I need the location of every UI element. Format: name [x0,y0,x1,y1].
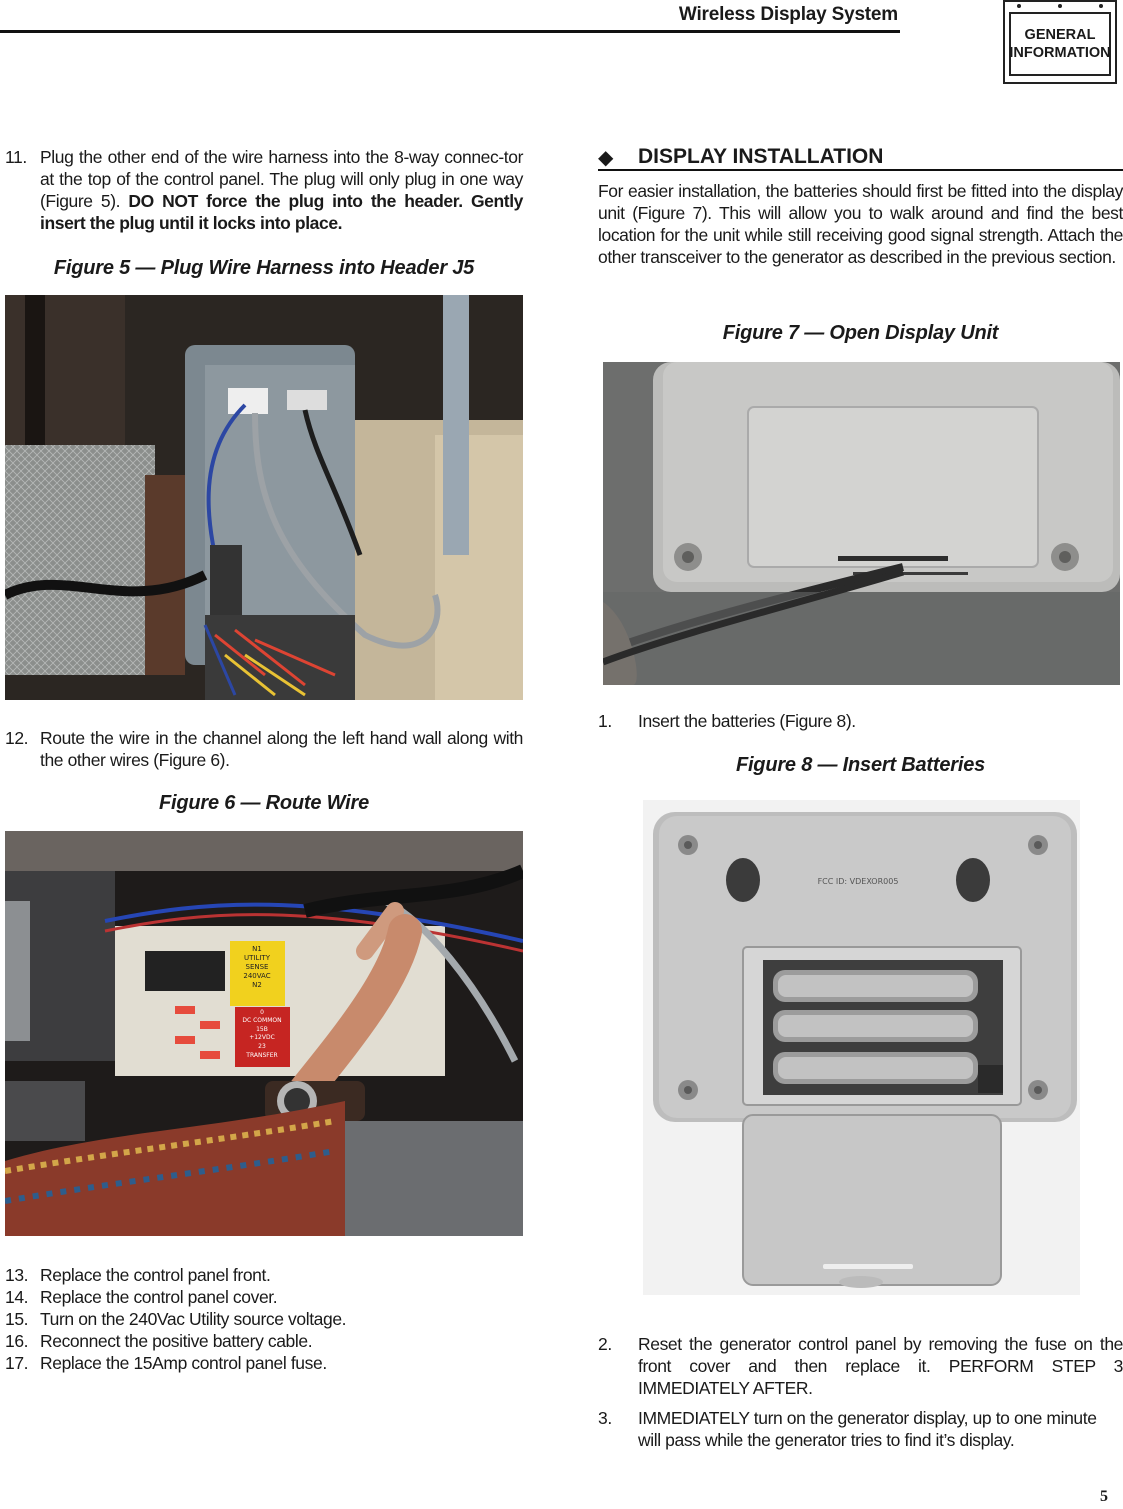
figure-7-caption: Figure 7 — Open Display Unit [722,322,999,344]
step-11-text: Plug the other end of the wire harness i… [40,147,523,211]
step-text: Plug the other end of the wire harness i… [40,146,523,234]
label-n1: N1 [252,945,262,953]
step-12: 12. Route the wire in the channel along … [5,727,523,771]
step-number: 1. [598,711,612,731]
running-header: Wireless Display System [678,4,898,25]
step-text: Insert the batteries (Figure 8). [638,711,856,731]
page-number: 5 [1100,1488,1108,1505]
step-2: 2. Reset the generator control panel by … [598,1333,1123,1399]
step-number: 2. [598,1334,612,1354]
diamond-icon: ◆ [598,147,614,169]
intro-paragraph: For easier installation, the batteries s… [598,181,1123,267]
figure-5-photo [5,295,523,700]
step-number: 15. [5,1309,29,1329]
step-3: 3. IMMEDIATELY turn on the generator dis… [598,1407,1123,1451]
label-transfer: TRANSFER [245,1052,277,1059]
label-sense: SENSE [246,963,269,971]
label-15b: 15B [256,1026,268,1033]
step-number: 12. [5,728,29,748]
step-text: Replace the control panel cover. [40,1287,278,1307]
label-240vac: 240VAC [243,972,270,980]
figure-8-caption: Figure 8 — Insert Batteries [735,754,986,776]
step-text: Reset the generator control panel by rem… [638,1334,1123,1398]
step-14: 14. Replace the control panel cover. [5,1286,523,1308]
label-dc-common: DC COMMON [242,1017,281,1024]
figure-8-photo: FCC ID: VDEXOR005 [643,800,1080,1295]
step-11-warning: DO NOT force the plug into the header. G… [40,191,524,233]
step-number: 11. [5,147,27,167]
badge-frame: GENERAL INFORMATION [1009,12,1111,76]
step-number: 14. [5,1287,29,1307]
step-text: Reconnect the positive battery cable. [40,1331,313,1351]
step-11: 11. Plug the other end of the wire harne… [5,146,523,234]
badge-line2: INFORMATION [1009,45,1111,61]
badge-dot [1099,4,1103,8]
step-text: Turn on the 240Vac Utility source voltag… [40,1309,347,1329]
step-17: 17. Replace the 15Amp control panel fuse… [5,1352,523,1374]
step-number: 16. [5,1331,29,1351]
step-text: Replace the control panel front. [40,1265,271,1285]
step-number: 13. [5,1265,29,1285]
step-text: Replace the 15Amp control panel fuse. [40,1353,327,1373]
figure-7-photo [603,362,1120,685]
figure-6-caption: Figure 6 — Route Wire [158,792,370,814]
label-0: 0 [260,1009,264,1016]
step-text: IMMEDIATELY turn on the generator displa… [638,1408,1097,1450]
figure-6-photo: N1 UTILITY SENSE 240VAC N2 0 DC COMMON 1… [5,831,523,1236]
step-16: 16. Reconnect the positive battery cable… [5,1330,523,1352]
fcc-id-label: FCC ID: VDEXOR005 [818,877,899,886]
badge-dot [1058,4,1062,8]
figure-5-caption: Figure 5 — Plug Wire Harness into Header… [53,257,475,279]
section-heading: ◆ DISPLAY INSTALLATION [598,145,1123,171]
step-1: 1. Insert the batteries (Figure 8). [598,710,1123,732]
steps-13-17: 13. Replace the control panel front. 14.… [5,1264,523,1374]
label-utility: UTILITY [244,954,271,962]
label-23: 23 [258,1043,266,1050]
header-rule [0,30,900,33]
label-12vdc: +12VDC [249,1034,275,1041]
badge-dot [1017,4,1021,8]
section-badge: GENERAL INFORMATION [1003,0,1117,84]
step-number: 3. [598,1408,612,1428]
step-text: Route the wire in the channel along the … [40,728,523,770]
step-13: 13. Replace the control panel front. [5,1264,523,1286]
label-n2: N2 [252,981,262,989]
step-number: 17. [5,1353,29,1373]
step-15: 15. Turn on the 240Vac Utility source vo… [5,1308,523,1330]
section-title: DISPLAY INSTALLATION [638,145,884,168]
badge-line1: GENERAL [1024,27,1096,43]
